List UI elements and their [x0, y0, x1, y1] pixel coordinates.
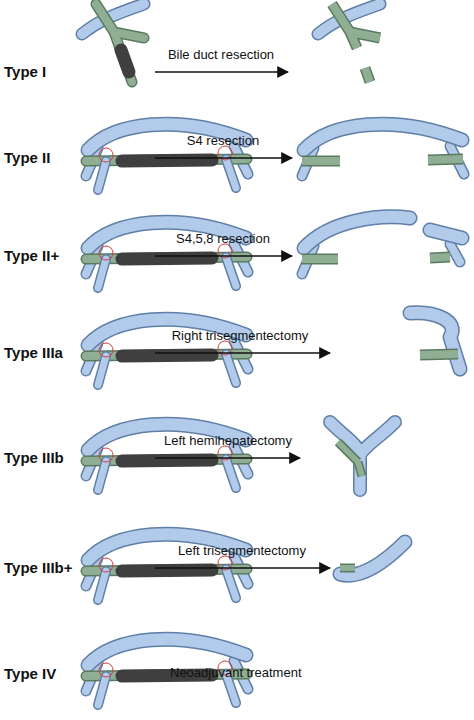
- resected-liver: [330, 422, 395, 490]
- procedure-label: Left trisegmentectomy: [178, 544, 306, 558]
- resected-liver: [410, 313, 460, 369]
- resected-bile-duct: [318, 4, 380, 82]
- procedure-arrow: [155, 567, 330, 569]
- procedure-label: S4,5,8 resection: [176, 232, 270, 246]
- type-label: Type I: [4, 64, 46, 81]
- procedure-label: S4 resection: [187, 134, 259, 148]
- procedure-arrow: [155, 352, 330, 354]
- procedure-arrow: [155, 255, 292, 257]
- procedure-label: Neoadjuvant treatment: [170, 666, 302, 680]
- type-label: Type IIIa: [4, 345, 63, 362]
- procedure-arrow: [155, 71, 288, 73]
- bile-duct-illustration: [82, 4, 144, 82]
- resected-liver: [340, 542, 405, 575]
- procedure-label: Left hemihepatectomy: [164, 434, 292, 448]
- type-label: Type II+: [4, 248, 59, 265]
- type-label: Type II: [4, 150, 50, 167]
- procedure-label: Right trisegmentectomy: [172, 329, 309, 343]
- procedure-arrow: [155, 157, 292, 159]
- procedure-label: Bile duct resection: [168, 48, 274, 62]
- type-label: Type IIIb+: [4, 560, 73, 577]
- type-label: Type IV: [4, 666, 56, 683]
- resected-liver: [302, 217, 462, 274]
- procedure-arrow: [155, 457, 300, 459]
- resected-liver: [302, 124, 464, 176]
- type-label: Type IIIb: [4, 450, 64, 467]
